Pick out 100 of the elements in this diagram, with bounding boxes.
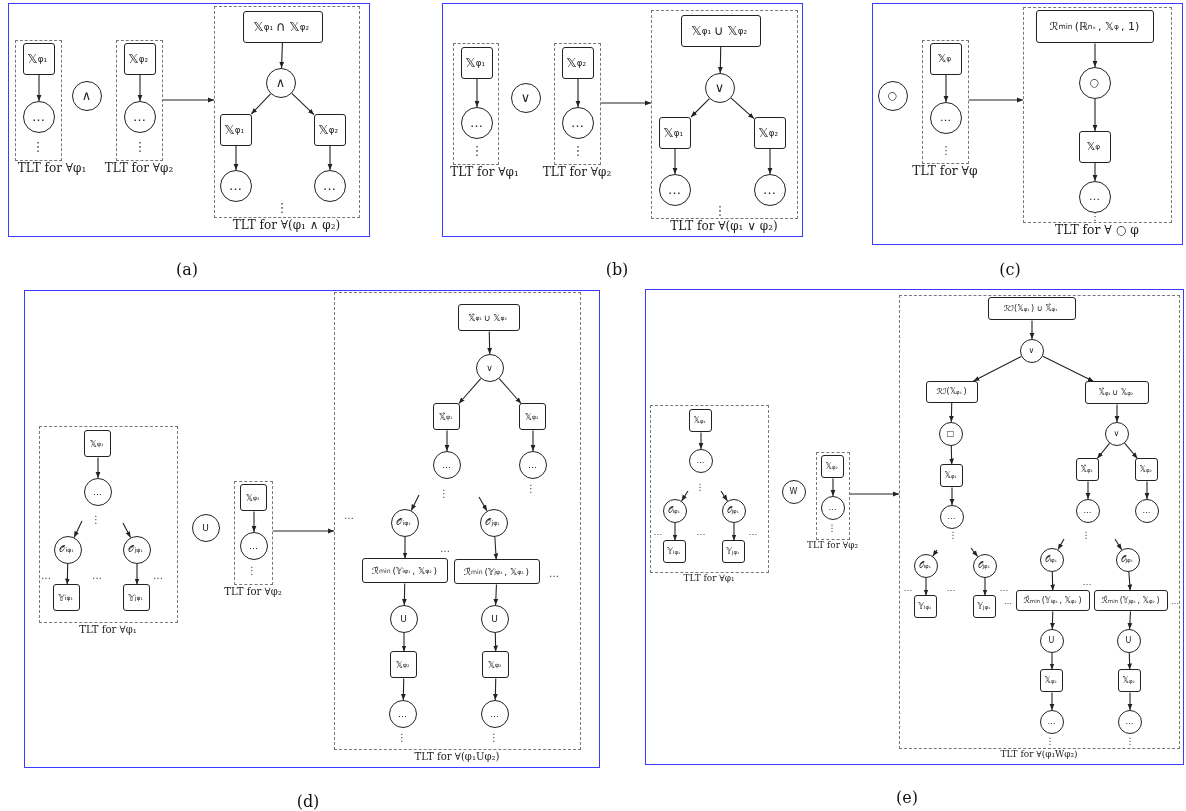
arrow [487, 330, 492, 355]
state-box: 𝕏$^{φ₂}$ [482, 651, 509, 678]
state-box: ℛ$^{min}$(ℝ$^{nₓ}$, 𝕏$^{φ}$, 1) [1035, 10, 1154, 43]
arrow [600, 100, 652, 106]
ellipsis: … [748, 527, 758, 537]
vertical-ellipsis: ⋮ [439, 489, 449, 499]
arrow [1049, 691, 1055, 711]
arrow [720, 490, 728, 502]
ellipsis: … [653, 527, 663, 537]
tlt-caption: TLT for ∀φ₁ [683, 573, 735, 584]
arrow [830, 477, 836, 497]
arrow [1127, 571, 1133, 592]
arrow [1114, 538, 1123, 551]
arrow [849, 491, 900, 497]
state-box: 𝕏$^{φ₂}$ [1135, 458, 1158, 481]
arrow [1092, 162, 1098, 182]
ellipsis: … [153, 571, 163, 581]
tlt-caption: TLT for ∀φ₂ [104, 161, 174, 175]
ellipsis: … [440, 544, 450, 554]
state-box: ℛℐ(𝕏$^{φ₁}$) [925, 380, 978, 403]
arrow [717, 46, 723, 74]
arrow [1127, 691, 1133, 711]
arrow [327, 145, 333, 171]
ellipsis: … [1171, 598, 1179, 606]
arrow [972, 355, 1022, 382]
arrow [949, 445, 954, 466]
vertical-ellipsis: ⋮ [695, 482, 705, 492]
vertical-ellipsis: ⋮ [1089, 210, 1101, 222]
state-box: 𝕏$^{φ₁}$ [658, 116, 691, 149]
arrow [698, 431, 704, 450]
state-box: 𝕏̂$^{φ₁}$ [1076, 458, 1099, 481]
vertical-ellipsis: ⋮ [571, 143, 585, 157]
vertical-ellipsis: ⋮ [1045, 736, 1055, 746]
state-box: 𝕏$^{φ₂}$ [821, 455, 844, 478]
arrow [949, 402, 954, 423]
vertical-ellipsis: ⋮ [470, 143, 484, 157]
vertical-ellipsis: ⋮ [133, 139, 147, 153]
ellipsis: … [1004, 598, 1012, 606]
vertical-ellipsis: ⋮ [275, 200, 289, 214]
state-box: 𝕏$^{φ₂}$ [1118, 669, 1141, 692]
ellipsis: … [946, 583, 956, 593]
arrow [672, 148, 678, 175]
arrow [530, 429, 536, 452]
ellipsis: … [92, 571, 102, 581]
state-box: 𝕏$^{φ₂}$ [519, 403, 546, 430]
state-box: 𝕏$^{φ}$ [929, 42, 962, 75]
ellipsis: … [41, 571, 51, 581]
arrow [291, 92, 315, 116]
state-box: ℛℐ(𝕏$^{φ₁}$) ∪ 𝕏̂$^{φ₁}$ [987, 297, 1076, 320]
state-box: 𝕏$^{φ₁}$ [84, 430, 111, 457]
arrow [1057, 538, 1065, 551]
arrow [73, 520, 83, 538]
subfigure-label: (c) [999, 262, 1021, 278]
panel-frame [872, 3, 1183, 245]
arrow [1144, 480, 1150, 500]
arrow [968, 97, 1024, 103]
arrow [122, 522, 132, 539]
ellipsis: … [549, 569, 559, 579]
arrow [402, 536, 408, 560]
state-box: 𝕏$^{φ₂}$ [313, 113, 346, 146]
vertical-ellipsis: ⋮ [713, 203, 727, 217]
ellipsis: … [999, 583, 1009, 593]
vertical-ellipsis: ⋮ [827, 523, 837, 533]
subfigure-label: (b) [605, 262, 629, 278]
state-box: 𝕏̂$^{φ₁}$ [433, 403, 460, 430]
tlt-caption: TLT for ∀φ [912, 164, 978, 179]
vertical-ellipsis: ⋮ [1125, 736, 1135, 746]
vertical-ellipsis: ⋮ [31, 139, 45, 153]
arrow [731, 522, 737, 542]
vertical-ellipsis: ⋮ [526, 484, 536, 494]
arrow [1029, 319, 1035, 340]
tlt-caption: TLT for ∀ ○ φ [1055, 223, 1139, 238]
state-box: 𝕏$^{φ₂}$ [561, 46, 594, 79]
arrow [493, 583, 499, 606]
arrow [134, 563, 140, 586]
state-box: 𝕏$^{φ₁}$ ∩ 𝕏$^{φ₂}$ [242, 10, 323, 43]
state-box: 𝕏$^{φ₁}$ [460, 46, 493, 79]
state-box: 𝕏$^{φ₂}$ [1040, 669, 1063, 692]
vertical-ellipsis: ⋮ [91, 515, 101, 525]
arrow [982, 577, 988, 597]
state-box: 𝕏$^{φ₁}$ [22, 42, 55, 75]
vertical-ellipsis: ⋮ [948, 530, 958, 540]
tlt-caption: TLT for ∀φ₂ [224, 585, 282, 597]
arrow [949, 486, 955, 506]
arrow [767, 148, 773, 175]
subfigure-label: (d) [296, 794, 320, 810]
arrow [1092, 42, 1098, 68]
vertical-ellipsis: ⋮ [1081, 530, 1091, 540]
vertical-ellipsis: ⋮ [247, 566, 257, 576]
panel-frame [645, 289, 1184, 765]
arrow [498, 377, 522, 405]
vertical-ellipsis: ⋮ [489, 733, 499, 743]
subfigure-label: (a) [176, 262, 198, 278]
arrow [402, 582, 407, 606]
state-box: 𝕏$^{φ₁}$ ∪ 𝕏$^{φ₂}$ [680, 14, 761, 47]
arrow [690, 98, 710, 118]
arrow [1127, 610, 1133, 630]
arrow [95, 456, 101, 479]
tlt-caption: TLT for ∀φ₁ [17, 161, 87, 175]
arrow [1042, 355, 1095, 383]
